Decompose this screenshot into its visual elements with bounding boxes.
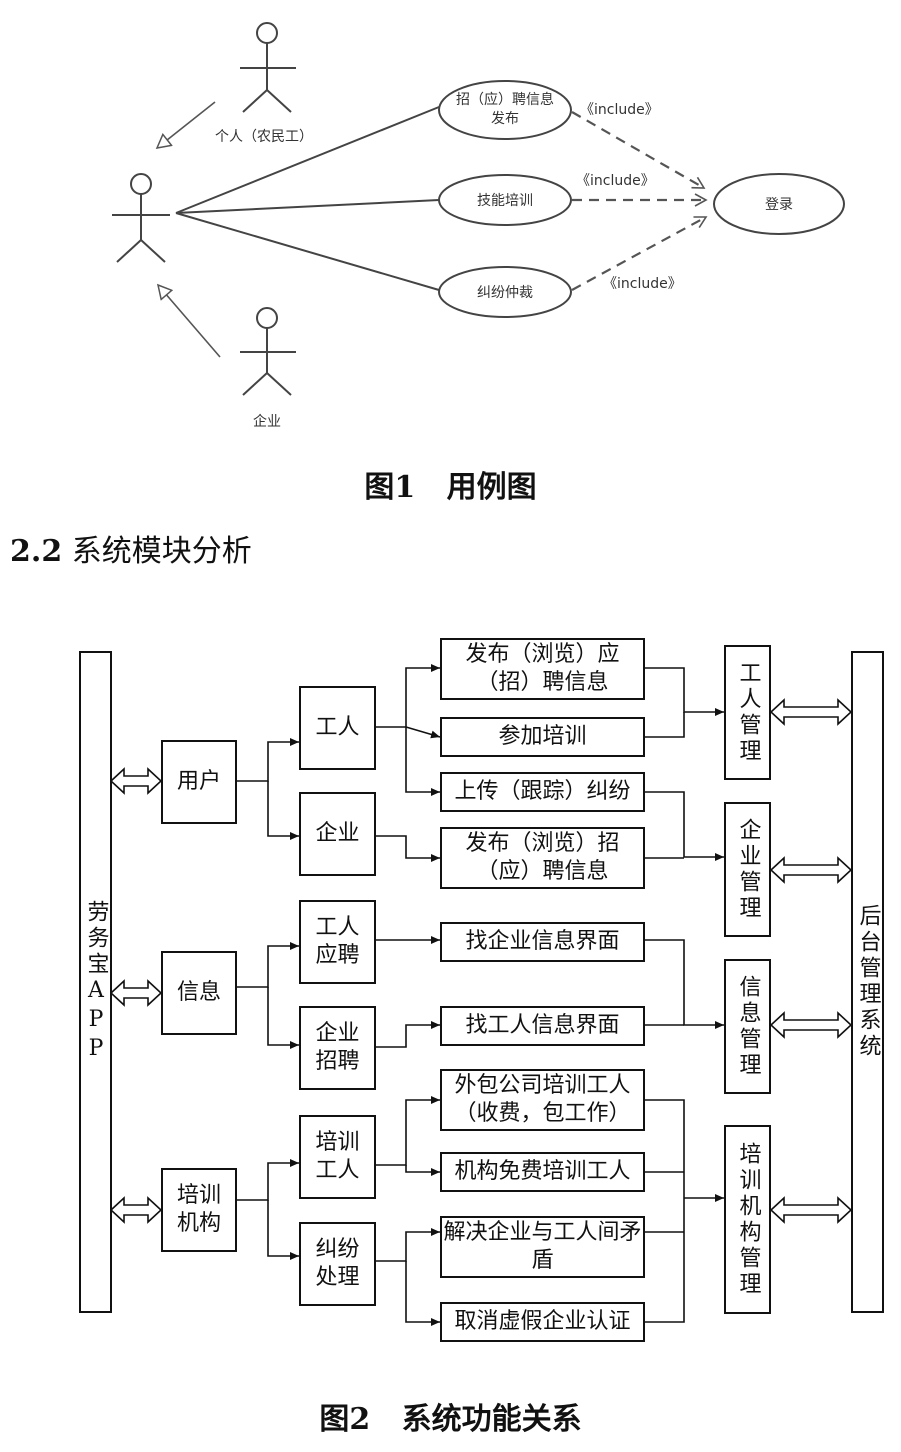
actor-user-icon <box>112 173 170 263</box>
actor-individual-label: 个人（农民工） <box>215 129 313 145</box>
app-column: 劳务宝APP <box>79 651 112 1313</box>
section-number: 2.2 <box>10 534 63 569</box>
use-case-dispute-label: 纠纷仲裁 <box>477 285 533 301</box>
actor-enterprise-label: 企业 <box>253 414 281 430</box>
node-info-mgmt: 信息管理 <box>724 959 771 1094</box>
figure-1-caption: 图1 用例图 <box>364 470 537 505</box>
node-info: 信息 <box>161 951 237 1035</box>
generalization-arrow-individual <box>157 101 216 148</box>
association-training <box>175 199 440 214</box>
node-publish-apply-info: 发布（浏览）应 （招）聘信息 <box>440 638 645 700</box>
use-case-dispute <box>438 266 572 318</box>
use-case-recruit <box>438 80 572 140</box>
app-column-label: 劳务宝APP <box>83 899 109 1065</box>
node-enterprise: 企业 <box>299 792 376 876</box>
include-arrow-recruit <box>571 111 706 189</box>
include-label-training: 《include》 <box>576 173 655 189</box>
double-arrow-worker-mgmt <box>769 698 853 726</box>
node-training-mgmt: 培训机构管理 <box>724 1125 771 1314</box>
double-arrow-app-user <box>109 767 163 795</box>
node-publish-recruit-info: 发布（浏览）招 （应）聘信息 <box>440 827 645 889</box>
double-arrow-app-info <box>109 979 163 1007</box>
node-training-org: 培训 机构 <box>161 1168 237 1252</box>
generalization-arrow-enterprise <box>158 285 221 358</box>
double-arrow-enterprise-mgmt <box>769 856 853 884</box>
association-recruit <box>175 106 440 214</box>
node-worker-apply: 工人 应聘 <box>299 900 376 984</box>
node-upload-dispute: 上传（跟踪）纠纷 <box>440 772 645 812</box>
actor-individual-icon <box>240 22 296 113</box>
node-find-worker: 找工人信息界面 <box>440 1006 645 1046</box>
node-find-enterprise: 找企业信息界面 <box>440 922 645 962</box>
section-title: 系统模块分析 <box>71 534 252 569</box>
use-case-login-label: 登录 <box>765 197 793 213</box>
backend-column-label: 后台管理系统 <box>855 904 881 1060</box>
use-case-diagram <box>112 22 845 396</box>
node-worker: 工人 <box>299 686 376 770</box>
include-label-recruit: 《include》 <box>580 102 659 118</box>
node-free-training: 机构免费培训工人 <box>440 1152 645 1192</box>
node-worker-mgmt: 工人管理 <box>724 645 771 780</box>
node-enterprise-recruit: 企业 招聘 <box>299 1006 376 1090</box>
node-dispute: 纠纷 处理 <box>299 1222 376 1306</box>
use-case-training-label: 技能培训 <box>477 193 533 209</box>
node-user: 用户 <box>161 740 237 824</box>
association-dispute <box>175 212 440 291</box>
double-arrow-info-mgmt <box>769 1011 853 1039</box>
actor-enterprise-icon <box>240 307 296 396</box>
use-case-login <box>713 173 845 235</box>
double-arrow-app-training <box>109 1196 163 1224</box>
backend-column: 后台管理系统 <box>851 651 884 1313</box>
node-cancel-fake-cert: 取消虚假企业认证 <box>440 1302 645 1342</box>
double-arrow-training-mgmt <box>769 1196 853 1224</box>
node-resolve-conflict: 解决企业与工人间矛 盾 <box>440 1216 645 1278</box>
use-case-recruit-label: 招（应）聘信息 发布 <box>456 92 554 127</box>
node-enterprise-mgmt: 企业管理 <box>724 802 771 937</box>
function-diagram-connectors <box>109 664 853 1326</box>
node-outsource-training: 外包公司培训工人 （收费，包工作） <box>440 1069 645 1131</box>
figure-2-caption: 图2 系统功能关系 <box>319 1402 582 1437</box>
node-join-training: 参加培训 <box>440 717 645 757</box>
node-train-worker: 培训 工人 <box>299 1115 376 1199</box>
use-case-training <box>438 174 572 226</box>
section-heading: 2.2 系统模块分析 <box>10 526 252 570</box>
include-arrow-dispute <box>571 216 708 291</box>
include-label-dispute: 《include》 <box>603 276 682 292</box>
